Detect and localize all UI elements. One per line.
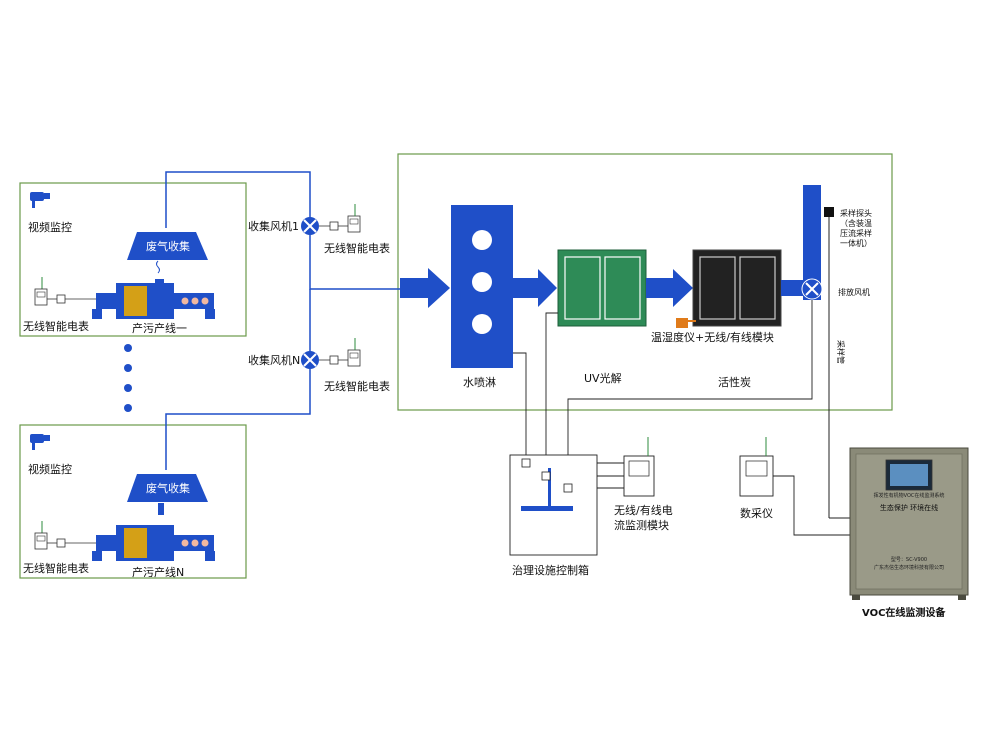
uv-photolysis-unit [557,249,647,327]
fan1-meter-label: 无线智能电表 [324,241,390,255]
control-box-label: 治理设施控制箱 [512,563,589,577]
flow-arrow-icon [646,269,693,307]
inlet-arrow-icon [400,268,450,308]
svg-text:挥发性有机物VOC在线监测系统: 挥发性有机物VOC在线监测系统 [874,492,945,499]
current-module-label-1: 无线/有线电 [614,503,673,517]
production-machine-icon [92,279,215,319]
exhaust-hood-icon [127,232,208,260]
probe-label: 采样探头 （含装温 压流采样 一体机） [840,208,872,248]
svg-text:压流采样: 压流采样 [840,228,872,238]
sampling-pipe-label: 采样管 [836,340,846,364]
sampling-probe-icon [824,207,834,217]
humidity-label: 温湿度仪+无线/有线模块 [651,330,774,344]
machine-label: 产污产线N [132,565,184,579]
svg-text:采样探头: 采样探头 [840,208,872,218]
svg-text:一体机）: 一体机） [840,238,872,248]
svg-text:（含装温: （含装温 [840,218,872,228]
exhaust-stack [803,185,821,300]
production-line-1-frame [19,182,247,337]
meter-label: 无线智能电表 [23,319,89,333]
voc-device-label: VOC在线监测设备 [862,606,946,619]
svg-text:型号：SC-V900: 型号：SC-V900 [891,556,927,563]
camera-label: 视频监控 [28,462,72,476]
exhaust-hood-icon [127,474,208,502]
smart-meter-icon [319,204,361,233]
voc-monitoring-cabinet: 挥发性有机物VOC在线监测系统 生态保护 环境在线 型号：SC-V900 广东杰… [849,447,969,600]
svg-text:广东杰信生态环境科技有限公司: 广东杰信生态环境科技有限公司 [874,564,944,571]
flow-arrow-icon [513,269,557,307]
machine-label: 产污产线一 [132,321,187,335]
current-monitor-module [623,437,655,497]
current-module-label-2: 流监测模块 [614,518,669,532]
camera-icon [30,192,50,208]
fan1-label: 收集风机1 [248,219,299,233]
continuation-dots [124,344,132,412]
fan-icon [301,351,319,369]
dau-label: 数采仪 [740,507,773,520]
uv-label: UV光解 [584,371,622,385]
svg-text:生态保护 环境在线: 生态保护 环境在线 [880,503,938,512]
production-line-n-frame [19,424,247,579]
hood-label: 废气收集 [146,239,190,253]
production-line-n: 视频监控 废气收集 无线智能电表 产污产线N [23,434,215,579]
camera-label: 视频监控 [28,220,72,234]
camera-icon [30,434,50,450]
exhaust-fan-icon [801,278,823,300]
hood-label: 废气收集 [146,481,190,495]
carbon-label: 活性炭 [718,375,751,389]
smart-meter-icon [34,521,96,550]
spray-label: 水喷淋 [463,376,496,389]
activated-carbon-unit [692,249,782,327]
treatment-process-frame [397,153,893,411]
data-acquisition-unit [739,437,774,497]
smart-meter-icon [319,338,361,367]
production-line-1: 视频监控 废气收集 无线智能电表 产污产线一 [23,192,215,335]
fan-icon [301,217,319,235]
control-cabinet [509,454,598,556]
exhaust-fan-label: 排放风机 [838,287,870,297]
humidity-sensor-icon [676,318,696,328]
production-machine-icon [92,525,215,561]
collection-fan-n: 收集风机N 无线智能电表 [248,338,390,393]
smart-meter-icon [34,277,96,306]
fanN-label: 收集风机N [248,353,300,367]
meter-label: 无线智能电表 [23,561,89,575]
collection-fan-1: 收集风机1 无线智能电表 [248,204,390,255]
water-spray-tower [451,205,513,368]
fanN-meter-label: 无线智能电表 [324,379,390,393]
